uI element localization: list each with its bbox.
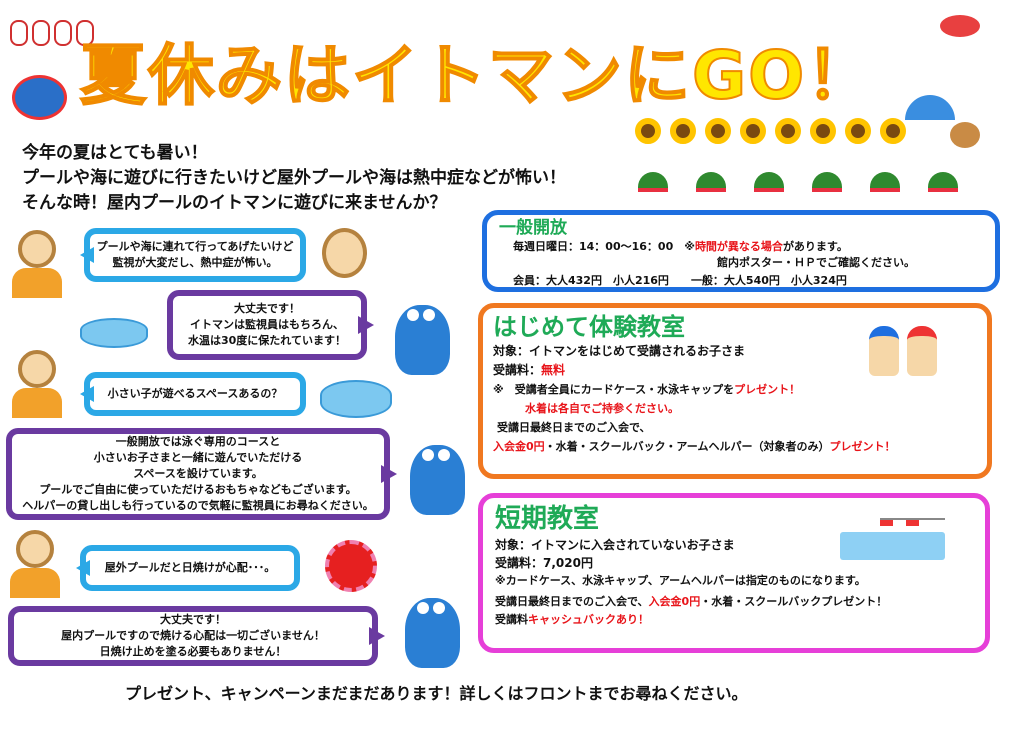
note-mark: ※	[684, 240, 695, 253]
lanterns-illustration	[10, 20, 94, 46]
mother-illustration	[12, 230, 62, 300]
speech-bubble-staff: 大丈夫です！ イトマンは監視員はもちろん、 水温は30度に保たれています！	[167, 290, 374, 360]
note: ※カードケース、水泳キャップ、アームヘルパーは指定のものになります。	[495, 574, 866, 587]
general-open-section: 一般開放 毎週日曜日：14：00～16：00 ※時間が異なる場合があります。 館…	[482, 210, 1000, 292]
speech-bubble-mother: プールや海に連れて行ってあげたいけど 監視が大変だし、熱中症が怖い。	[80, 228, 306, 282]
bubble-line: 屋内プールですので焼ける心配は一切ございません！	[61, 629, 325, 642]
bubble-line: 水温は30度に保たれています！	[188, 334, 346, 347]
bubble-line: 一般開放では泳ぐ専用のコースと	[115, 435, 281, 448]
bubble-line: 大丈夫です！	[160, 613, 226, 626]
cashback-label: 受講料	[495, 613, 528, 626]
trial-class-section: はじめて体験教室 対象：イトマンをはじめて受講されるお子さま 受講料：無料 ※ …	[478, 303, 992, 479]
bubble-line: プールや海に連れて行ってあげたいけど	[96, 240, 294, 253]
sunflowers-illustration	[635, 118, 906, 144]
speech-bubble-mother: 小さい子が遊べるスペースあるの？	[80, 372, 306, 416]
present-highlight: プレゼント！	[829, 440, 896, 453]
fee-value: 無料	[541, 363, 566, 377]
note-text: があります。	[782, 240, 848, 253]
cookie-monster-illustration	[395, 305, 450, 375]
intro-line: そんな時！屋内プールのイトマンに遊びに来ませんか？	[22, 193, 447, 213]
note-highlight: 時間が異なる場合	[694, 240, 783, 253]
footer-text: プレゼント、キャンペーンまだまだあります！詳しくはフロントまでお尋ねください。	[125, 684, 748, 703]
beach-animals-illustration	[905, 95, 985, 150]
join-text: 受講日最終日までのご入会で、	[495, 595, 649, 608]
bubble-line: 屋外プールだと日焼けが心配･･･。	[104, 561, 276, 574]
join-highlight: 入会金0円	[648, 595, 701, 608]
cashback-highlight: キャッシュバックあり！	[528, 613, 649, 626]
fee: 受講料：7,020円	[495, 556, 593, 570]
sun-illustration	[325, 540, 377, 592]
mother-illustration	[10, 530, 60, 600]
target: 対象：イトマンに入会されていないお子さま	[495, 538, 735, 552]
present-highlight: プレゼント！	[734, 383, 801, 396]
page-title: 夏休みはイトマンにGO！	[79, 36, 875, 115]
member-price: 会員：大人432円 小人216円	[513, 274, 669, 287]
mother-illustration	[12, 350, 62, 420]
join-text: 受講日最終日までのご入会で、	[497, 421, 651, 434]
crab-illustration	[940, 15, 980, 37]
bubble-line: 小さいお子さまと一緒に遊んでいただける	[93, 451, 303, 464]
fee-label: 受講料：	[493, 363, 542, 377]
swimming-kids-illustration	[840, 518, 945, 568]
bubble-line: イトマンは監視員はもちろん、	[190, 318, 344, 331]
swimwear-note: 水着は各自でご持参ください。	[525, 402, 679, 415]
toy-pool-illustration	[80, 318, 148, 348]
speech-bubble-mother: 屋外プールだと日焼けが心配･･･。	[76, 545, 300, 591]
baby-pool-illustration	[320, 380, 392, 418]
bubble-line: ヘルパーの貸し出しも行っているので気軽に監視員にお尋ねください。	[22, 499, 374, 512]
join-text: ・水着・スクールバック・アームヘルパー（対象者のみ）	[544, 440, 830, 453]
present-text: ※ 受講者全員にカードケース・水泳キャップを	[493, 383, 735, 396]
bubble-line: 小さい子が遊べるスペースあるの？	[107, 387, 283, 400]
join-text: ・水着・スクールバックプレゼント！	[700, 595, 888, 608]
stretching-kids-illustration	[869, 326, 937, 376]
intro-line: 今年の夏はとても暑い！	[22, 143, 208, 163]
speech-bubble-staff: 一般開放では泳ぐ専用のコースと 小さいお子さまと一緒に遊んでいただける スペース…	[6, 428, 397, 520]
bubble-line: スペースを設けています。	[133, 467, 263, 480]
bubble-line: プールでご自由に使っていただけるおもちゃなどもございます。	[39, 483, 357, 496]
hot-woman-illustration	[322, 228, 367, 278]
note-line: 館内ポスター・ＨＰでご確認ください。	[717, 256, 915, 269]
join-highlight: 入会金0円	[493, 440, 545, 453]
cookie-monster-illustration	[405, 598, 460, 668]
general-price: 一般：大人540円 小人324円	[690, 274, 847, 287]
fan-illustration	[12, 75, 67, 120]
speech-bubble-staff: 大丈夫です！ 屋内プールですので焼ける心配は一切ございません！ 日焼け止めを塗る…	[8, 606, 385, 666]
cookie-monster-illustration	[410, 445, 465, 515]
bubble-line: 監視が大変だし、熱中症が怖い。	[112, 256, 278, 269]
intro-line: プールや海に遊びに行きたいけど屋外プールや海は熱中症などが怖い！	[22, 168, 566, 188]
schedule: 毎週日曜日：14：00～16：00	[513, 240, 674, 253]
target: 対象：イトマンをはじめて受講されるお子さま	[493, 344, 746, 358]
section-heading: 短期教室	[495, 504, 600, 534]
short-class-section: 短期教室 対象：イトマンに入会されていないお子さま 受講料：7,020円 ※カー…	[478, 493, 990, 653]
bubble-line: 大丈夫です！	[234, 302, 300, 315]
bubble-line: 日焼け止めを塗る必要もありません！	[99, 645, 287, 658]
section-heading: 一般開放	[499, 218, 567, 238]
section-heading: はじめて体験教室	[493, 313, 685, 341]
watermelons-illustration	[638, 172, 958, 192]
